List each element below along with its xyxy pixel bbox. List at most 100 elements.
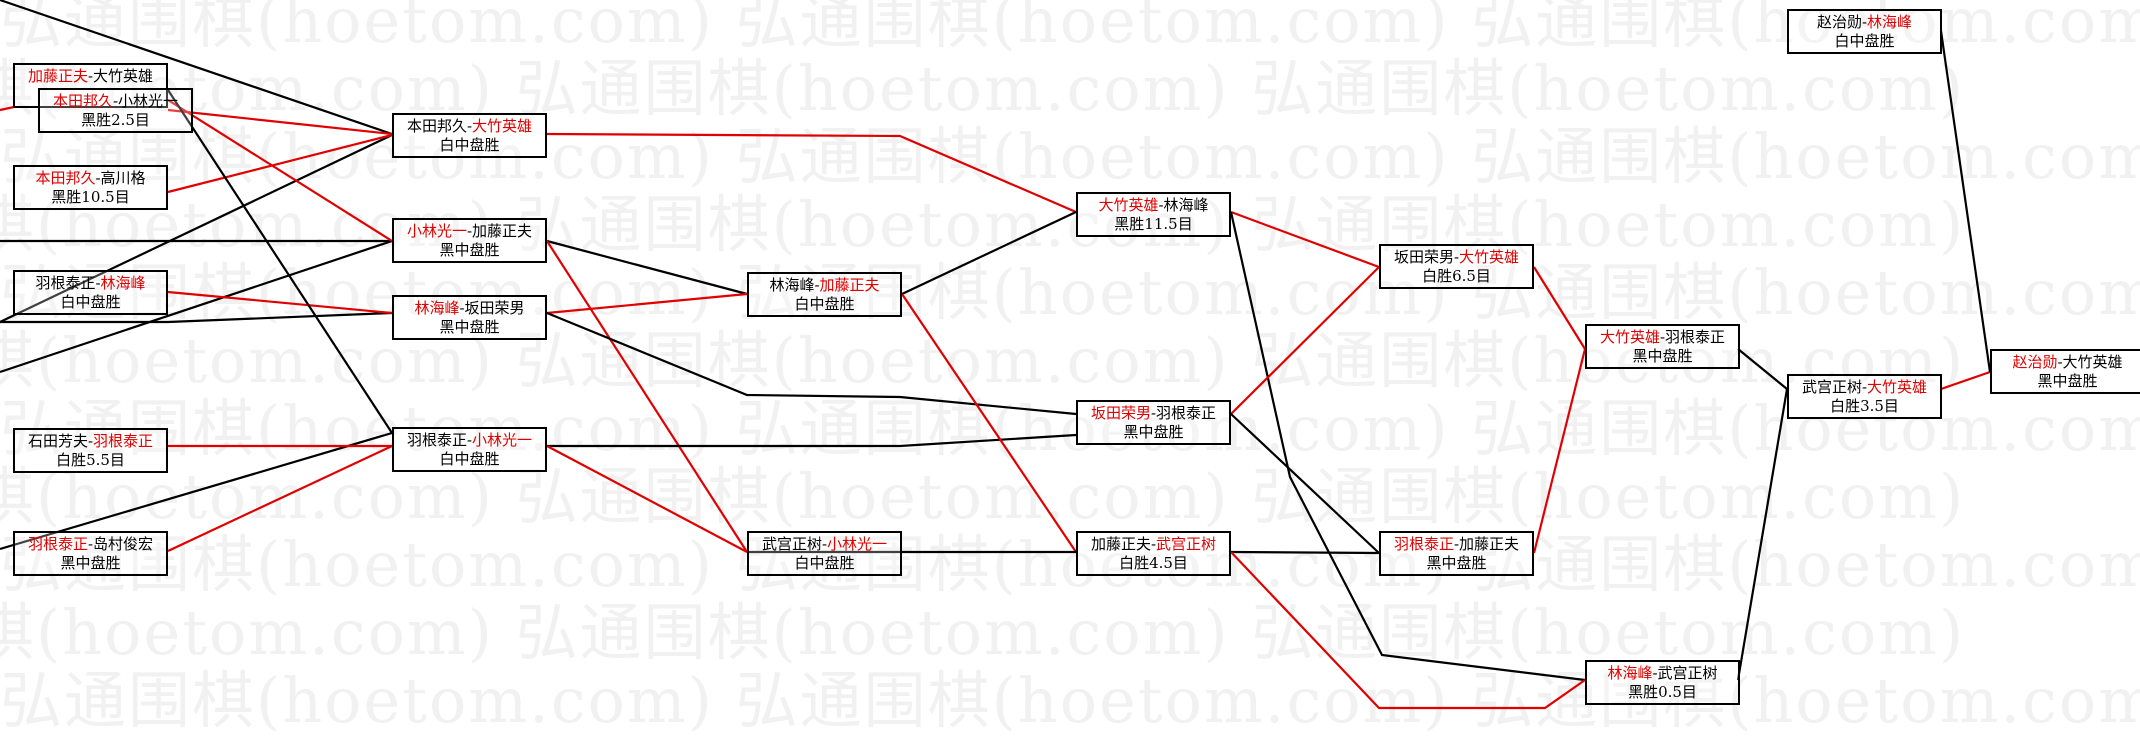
- match-result: 黑中盘胜: [1426, 554, 1487, 572]
- player1-name: 本田邦久: [406, 117, 467, 135]
- match-result: 白胜3.5目: [1830, 397, 1899, 415]
- player2-name: 武宫正树: [1657, 664, 1718, 682]
- player2-name: 林海峰: [1867, 13, 1913, 31]
- match-result: 黑胜10.5目: [51, 188, 130, 206]
- player2-name: 大竹英雄: [1867, 378, 1928, 396]
- bracket-line: [1230, 551, 1586, 710]
- bracket-line: [546, 240, 748, 553]
- match-result: 黑胜0.5目: [1628, 683, 1697, 701]
- bracket-line: [1737, 348, 1788, 390]
- match-node: 羽根泰正-岛村俊宏 黑中盘胜: [13, 531, 168, 576]
- player2-name: 大竹英雄: [93, 67, 154, 85]
- bracket-line: [167, 445, 393, 552]
- match-node: 林海峰-武宫正树 黑胜0.5目: [1585, 660, 1740, 705]
- bracket-line: [167, 133, 393, 194]
- match-result: 黑中盘胜: [1123, 423, 1184, 441]
- player2-name: 坂田荣男: [464, 299, 525, 317]
- player2-name: 加藤正夫: [819, 276, 880, 294]
- bracket-line: [1230, 210, 1380, 269]
- player1-name: 加藤正夫: [27, 67, 88, 85]
- match-node: 赵治勋-大竹英雄 黑中盘胜: [1990, 349, 2140, 394]
- player1-name: 本田邦久: [35, 169, 96, 187]
- bracket-line: [167, 99, 393, 242]
- player2-name: 武宫正树: [1156, 535, 1217, 553]
- player1-name: 本田邦久: [52, 92, 113, 110]
- bracket-line: [0, 105, 15, 112]
- player1-name: 羽根泰正: [406, 431, 467, 449]
- player1-name: 林海峰: [769, 276, 815, 294]
- bracket-line: [1736, 388, 1789, 681]
- bracket-line: [547, 433, 1077, 448]
- player1-name: 小林光一: [406, 222, 467, 240]
- bracket-line: [1533, 266, 1586, 350]
- bracket-line: [1230, 550, 1380, 555]
- player2-name: 高川格: [100, 169, 146, 187]
- match-result: 黑胜11.5目: [1114, 215, 1193, 233]
- bracket-line: [546, 239, 748, 296]
- match-result: 黑胜2.5目: [81, 111, 150, 129]
- player2-name: 羽根泰正: [1156, 404, 1217, 422]
- match-node: 大竹英雄-羽根泰正 黑中盘胜: [1585, 324, 1740, 369]
- bracket-line: [167, 108, 393, 136]
- player2-name: 大竹英雄: [472, 117, 533, 135]
- player1-name: 武宫正树: [1801, 378, 1862, 396]
- bracket-line: [0, 311, 393, 324]
- player1-name: 武宫正树: [761, 535, 822, 553]
- match-node: 羽根泰正-加藤正夫 黑中盘胜: [1379, 531, 1534, 576]
- match-result: 白中盘胜: [60, 293, 121, 311]
- player1-name: 坂田荣男: [1090, 404, 1151, 422]
- match-node: 武宫正树-小林光一 白中盘胜: [747, 531, 902, 576]
- bracket-line: [901, 293, 1077, 553]
- player1-name: 羽根泰正: [35, 274, 96, 292]
- match-node: 本田邦久-小林光一 黑胜2.5目: [38, 88, 193, 133]
- match-node: 小林光一-加藤正夫 黑中盘胜: [392, 218, 547, 263]
- player2-name: 林海峰: [1163, 196, 1209, 214]
- match-node: 赵治勋-林海峰 白中盘胜: [1787, 9, 1942, 54]
- player1-name: 加藤正夫: [1090, 535, 1151, 553]
- player2-name: 羽根泰正: [93, 432, 154, 450]
- bracket-line: [546, 311, 1077, 416]
- match-result: 白中盘胜: [1834, 32, 1895, 50]
- player2-name: 小林光一: [827, 535, 888, 553]
- match-result: 白胜4.5目: [1119, 554, 1188, 572]
- bracket-line: [0, 239, 393, 374]
- bracket-line: [167, 89, 393, 434]
- match-node: 坂田荣男-大竹英雄 白胜6.5目: [1379, 244, 1534, 289]
- bracket-line: [0, 134, 393, 323]
- match-result: 黑中盘胜: [1632, 347, 1693, 365]
- bracket-line: [1230, 266, 1380, 415]
- match-node: 本田邦久-大竹英雄 白中盘胜: [392, 113, 547, 158]
- match-node: 加藤正夫-武宫正树 白胜4.5目: [1076, 531, 1231, 576]
- bracket-line: [0, 431, 393, 551]
- player1-name: 赵治勋: [1816, 13, 1862, 31]
- player2-name: 小林光一: [472, 431, 533, 449]
- match-result: 黑中盘胜: [2037, 372, 2098, 390]
- player1-name: 大竹英雄: [1098, 196, 1159, 214]
- player1-name: 赵治勋: [2012, 353, 2058, 371]
- player1-name: 林海峰: [1607, 664, 1653, 682]
- match-node: 本田邦久-高川格 黑胜10.5目: [13, 165, 168, 210]
- bracket-line: [1229, 211, 1586, 682]
- match-node: 石田芳夫-羽根泰正 白胜5.5目: [13, 428, 168, 473]
- player2-name: 加藤正夫: [472, 222, 533, 240]
- match-node: 林海峰-坂田荣男 黑中盘胜: [392, 295, 547, 340]
- match-result: 白中盘胜: [794, 295, 855, 313]
- player2-name: 大竹英雄: [2062, 353, 2123, 371]
- match-result: 白中盘胜: [439, 450, 500, 468]
- bracket-line: [1939, 30, 1992, 373]
- player2-name: 小林光一: [118, 92, 179, 110]
- player1-name: 羽根泰正: [1393, 535, 1454, 553]
- bracket-line: [1940, 370, 1991, 391]
- match-result: 黑中盘胜: [439, 241, 500, 259]
- player1-name: 羽根泰正: [27, 535, 88, 553]
- match-node: 羽根泰正-小林光一 白中盘胜: [392, 427, 547, 472]
- match-result: 白胜6.5目: [1422, 267, 1491, 285]
- bracket-line: [0, 0, 393, 136]
- player2-name: 大竹英雄: [1459, 248, 1520, 266]
- match-node: 武宫正树-大竹英雄 白胜3.5目: [1787, 374, 1942, 419]
- match-node: 坂田荣男-羽根泰正 黑中盘胜: [1076, 400, 1231, 445]
- bracket-line: [901, 211, 1077, 295]
- match-result: 白胜5.5目: [56, 451, 125, 469]
- player1-name: 坂田荣男: [1393, 248, 1454, 266]
- player1-name: 石田芳夫: [27, 432, 88, 450]
